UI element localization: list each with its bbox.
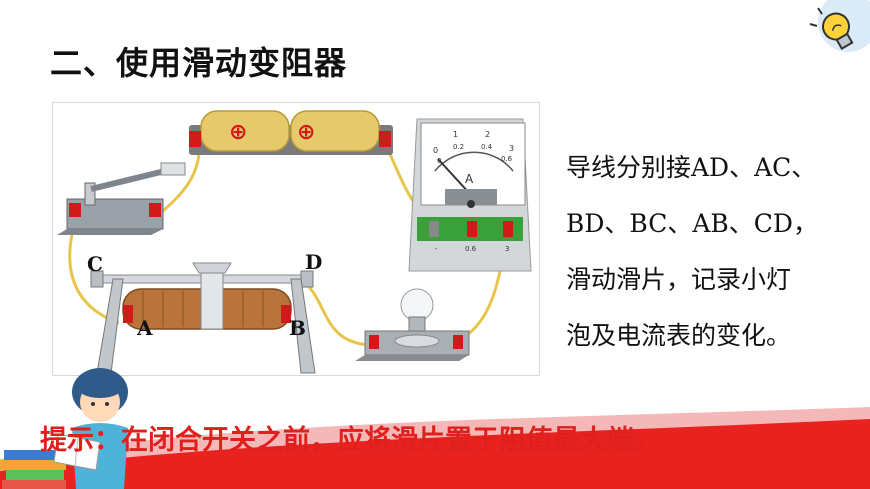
instruction-line: 滑动滑片，记录小灯 <box>566 265 792 294</box>
instruction-text: 导线分别接AD、AC、 BD、BC、AB、CD， 滑动滑片，记录小灯 泡及电流表… <box>566 140 866 364</box>
svg-text:3: 3 <box>505 245 509 253</box>
lightbulb-icon <box>809 0 870 52</box>
svg-text:0.6: 0.6 <box>501 155 513 163</box>
battery-positive-symbol: ⊕ <box>297 120 315 145</box>
battery-pack: ⊕ ⊕ <box>189 110 393 155</box>
page-title: 二、使用滑动变阻器 <box>50 44 348 82</box>
terminal-label-c: C <box>87 252 103 276</box>
svg-text:0.6: 0.6 <box>465 245 477 253</box>
sliding-rheostat <box>90 262 316 374</box>
instruction-line: 泡及电流表的变化。 <box>566 321 792 350</box>
terminal-label-a: A <box>136 316 153 340</box>
footer-band <box>0 407 870 489</box>
ammeter: 0 1 2 3 0 0.2 0.4 0.6 A - 0.6 3 <box>408 118 532 272</box>
svg-text:0: 0 <box>433 146 438 155</box>
circuit-diagram: ⊕ ⊕ 0 1 2 3 0 0.2 0.4 0.6 A <box>52 102 540 376</box>
svg-text:0.4: 0.4 <box>481 143 493 151</box>
ammeter-unit-label: A <box>465 172 474 186</box>
svg-text:-: - <box>435 245 438 253</box>
tip-text: 提示：在闭合开关之前，应将滑片置于阻值最大端。 <box>40 425 661 456</box>
terminal-label-d: D <box>305 250 322 274</box>
instruction-line: BD、BC、AB、CD， <box>566 209 818 238</box>
knife-switch <box>57 162 186 235</box>
terminal-label-b: B <box>289 316 306 340</box>
svg-text:1: 1 <box>453 130 458 139</box>
reading-child-illustration <box>0 368 128 489</box>
svg-text:0: 0 <box>437 157 441 165</box>
svg-text:3: 3 <box>509 144 514 153</box>
svg-text:2: 2 <box>485 130 490 139</box>
instruction-line: 导线分别接AD、AC、 <box>566 153 817 182</box>
light-bulb <box>355 288 470 361</box>
svg-text:0.2: 0.2 <box>453 143 464 151</box>
battery-positive-symbol: ⊕ <box>229 120 247 145</box>
